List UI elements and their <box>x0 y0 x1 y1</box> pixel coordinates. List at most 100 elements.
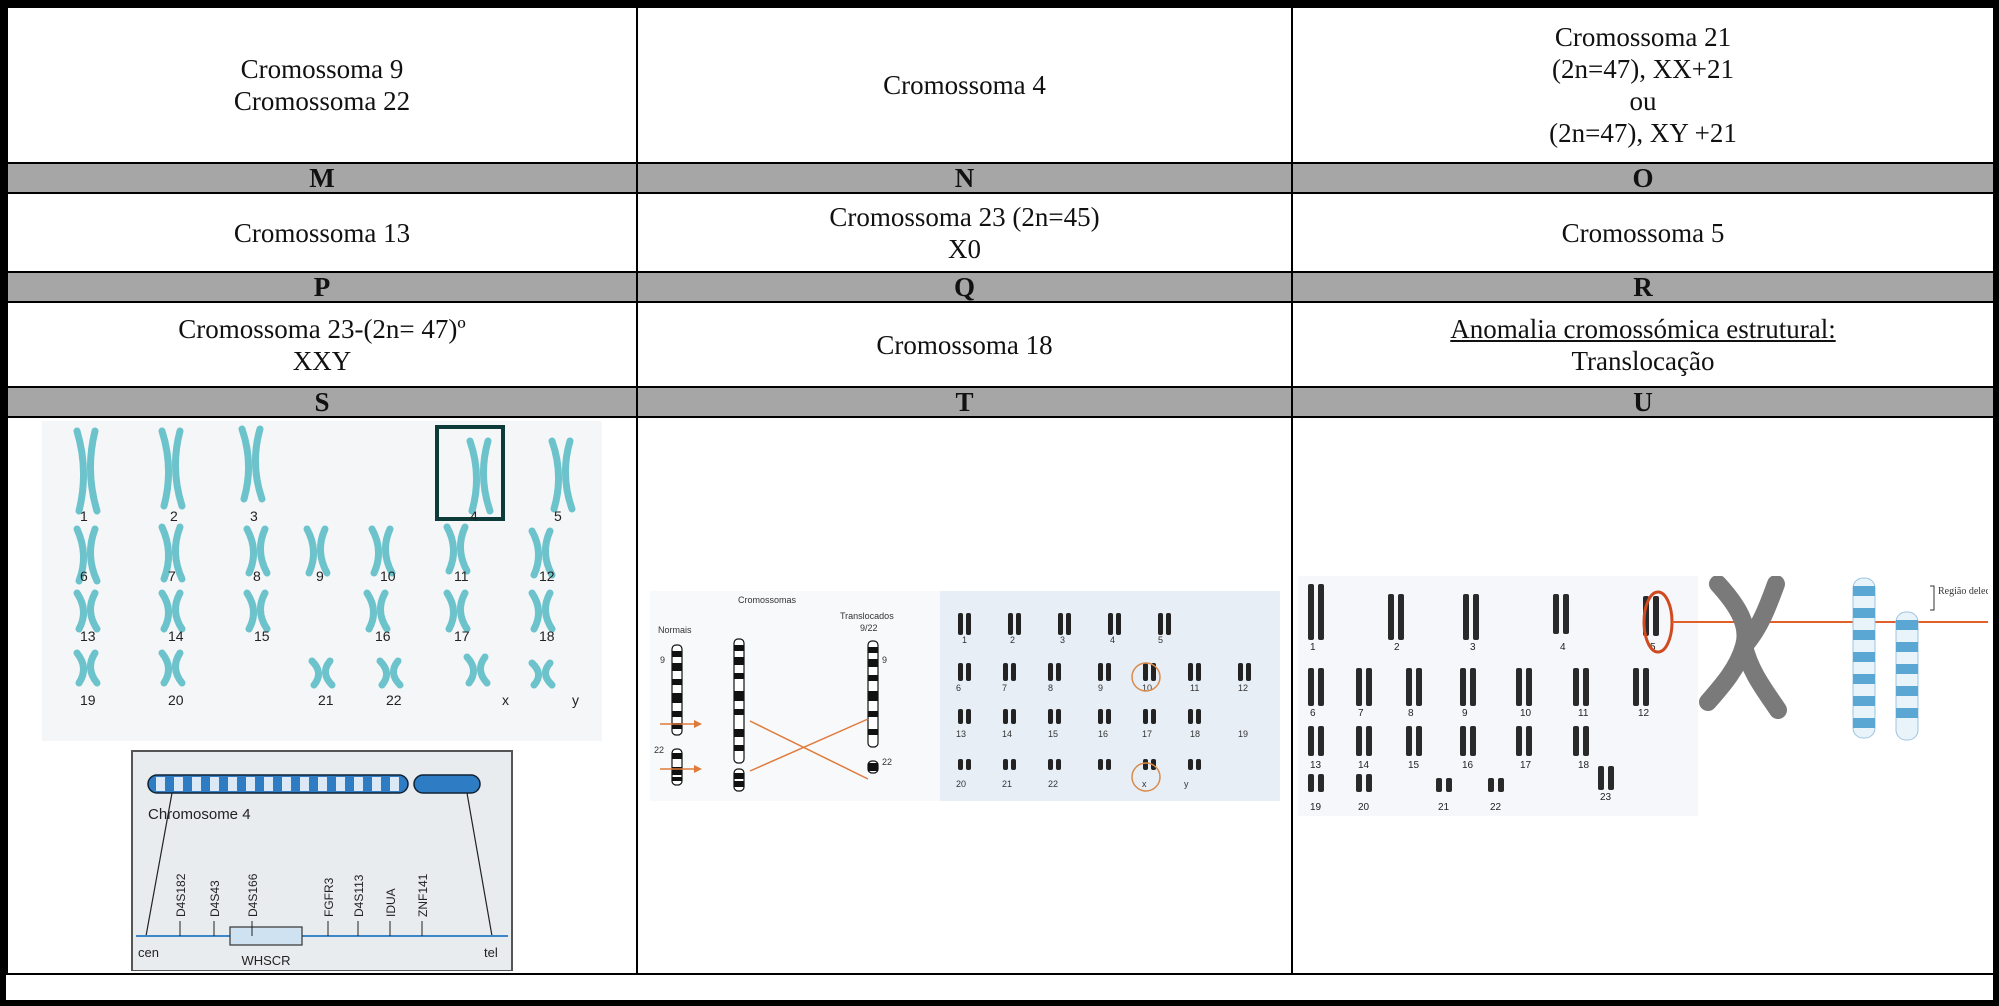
u-karyotype-label: 14 <box>1358 760 1370 771</box>
u-karyotype-chromatid <box>1308 583 1314 640</box>
chromosome-left-arm <box>363 589 377 632</box>
karyotype-s-label: 16 <box>375 628 391 644</box>
t-karyotype-chromatid <box>957 758 963 770</box>
u-karyotype-chromatid <box>1460 667 1466 706</box>
t-circle-22 <box>1130 761 1161 792</box>
t-karyotype-label: y <box>1184 779 1189 789</box>
t-chromosome-band <box>671 752 682 759</box>
u-karyotype-chromatid <box>1598 765 1604 790</box>
t-karyotype-label: 1 <box>962 635 967 645</box>
u-karyotype-chromatid <box>1318 667 1324 706</box>
u-chromosome-band <box>1853 717 1875 728</box>
t-karyotype-chromatid <box>1097 708 1103 724</box>
cell-chr13: Cromossoma 13 <box>6 192 638 273</box>
tel-label: tel <box>484 945 498 960</box>
t-heading: Cromossomas <box>738 595 797 605</box>
chromosome-left-arm <box>243 589 257 632</box>
t-karyotype-label: 19 <box>1238 729 1248 739</box>
u-karyotype-chromatid <box>1653 595 1659 636</box>
chromosome-right-arm <box>542 527 556 578</box>
t-karyotype-label: 22 <box>1048 779 1058 789</box>
karyotype-s-label: 8 <box>253 568 261 584</box>
u-chromosome-band <box>1853 629 1875 640</box>
chromosome4-band <box>282 776 291 791</box>
translocation-figure: Cromossomas Normais Translocados 9/22 9 … <box>649 590 1280 801</box>
chromosome-right-arm <box>171 427 186 509</box>
t-karyotype-chromatid <box>957 612 963 635</box>
translocation-chromosomes <box>670 637 879 792</box>
t-karyotype-chromatid <box>965 758 971 770</box>
t-chromosome-band <box>733 644 744 651</box>
chromosome-left-arm <box>73 649 87 686</box>
u-karyotype-chromatid <box>1318 773 1324 792</box>
t-karyotype-chromatid <box>1195 662 1201 681</box>
chromosome-right-arm <box>251 425 266 502</box>
karyotype-s-label: 19 <box>80 692 96 708</box>
t-karyotype-chromatid <box>957 708 963 724</box>
t-karyotype-label: 12 <box>1238 683 1248 693</box>
u-karyotype-chromatid <box>1366 725 1372 756</box>
t-karyotype-chromatid <box>1055 662 1061 681</box>
t-chromosome-band <box>733 728 744 737</box>
karyotype-s-label: y <box>572 692 579 708</box>
u-karyotype-chromatid <box>1318 583 1324 640</box>
t-translocated-sub: 9/22 <box>860 623 878 633</box>
t-translocated-label: Translocados <box>840 611 894 621</box>
u-karyotype-chromatid <box>1498 777 1504 792</box>
zoom-line-left <box>145 792 173 936</box>
karyotype-s-label: 6 <box>80 568 88 584</box>
t-karyotype-chromatid <box>1187 662 1193 681</box>
marker-label: D4S182 <box>174 873 188 917</box>
t-chromosome-band <box>671 662 682 671</box>
chromosome-left-arm <box>528 589 542 632</box>
t-karyotype-chromatid <box>1047 758 1053 770</box>
t-karyotype-chromatid <box>1010 708 1016 724</box>
chromosome-4-highlight-box <box>435 424 505 521</box>
chromosome4-band <box>318 776 327 791</box>
t-chromosome-band <box>867 690 878 701</box>
u-karyotype-label: 12 <box>1638 708 1650 719</box>
chromosome-right-arm <box>172 649 186 686</box>
t-karyotype-label: 21 <box>1002 779 1012 789</box>
u-karyotype-chromatid <box>1488 777 1494 792</box>
cell-chr21: Cromossoma 21 (2n=47), XX+21 ou (2n=47),… <box>1291 6 1995 164</box>
u-karyotype-label: 11 <box>1578 708 1589 719</box>
u-karyotype-label: 22 <box>1490 802 1502 813</box>
cen-label: cen <box>138 945 159 960</box>
header-row: S T U <box>6 386 1995 418</box>
cell-chr4: Cromossoma 4 <box>636 6 1293 164</box>
karyotype-s-label: 1 <box>80 508 88 524</box>
t-chromosome-band <box>733 672 744 679</box>
t-chromosome-band <box>671 766 682 775</box>
chromosome-left-arm <box>238 425 253 502</box>
u-karyotype-label: 2 <box>1394 642 1400 653</box>
chromosome4-band <box>210 776 219 791</box>
chromosome-left-arm <box>463 653 477 686</box>
header-m: M <box>6 162 638 194</box>
t-arrowhead-9 <box>693 719 702 728</box>
t-karyotype-chromatid <box>1105 758 1111 770</box>
chromosome4-band <box>264 776 273 791</box>
header-q: Q <box>636 271 1293 303</box>
karyotype-s-label: 17 <box>454 628 470 644</box>
karyotype-s-label: 9 <box>316 568 324 584</box>
u-banded-chromosome <box>1895 611 1919 740</box>
t-karyotype-chromatid <box>1142 708 1148 724</box>
t-karyotype-chromatid <box>1047 662 1053 681</box>
u-karyotype-label: 1 <box>1310 642 1316 653</box>
u-karyotype-chromatid <box>1516 725 1522 756</box>
cell-chr9-22: Cromossoma 9 Cromossoma 22 <box>6 6 638 164</box>
karyotype-u-background <box>1298 575 1698 816</box>
header-u: U <box>1291 386 1995 418</box>
u-deleted-label: Região delectada <box>1938 586 1988 597</box>
t-karyotype-label: 13 <box>956 729 966 739</box>
header-t: T <box>636 386 1293 418</box>
t-karyotype-chromatid <box>1165 612 1171 635</box>
karyotype-s-label: 10 <box>380 568 396 584</box>
u-karyotype-label: 20 <box>1358 802 1370 813</box>
t-arrowhead-22 <box>693 764 702 773</box>
t-karyotype-chromatid <box>1237 662 1243 681</box>
t-karyotype-chromatid <box>1245 662 1251 681</box>
